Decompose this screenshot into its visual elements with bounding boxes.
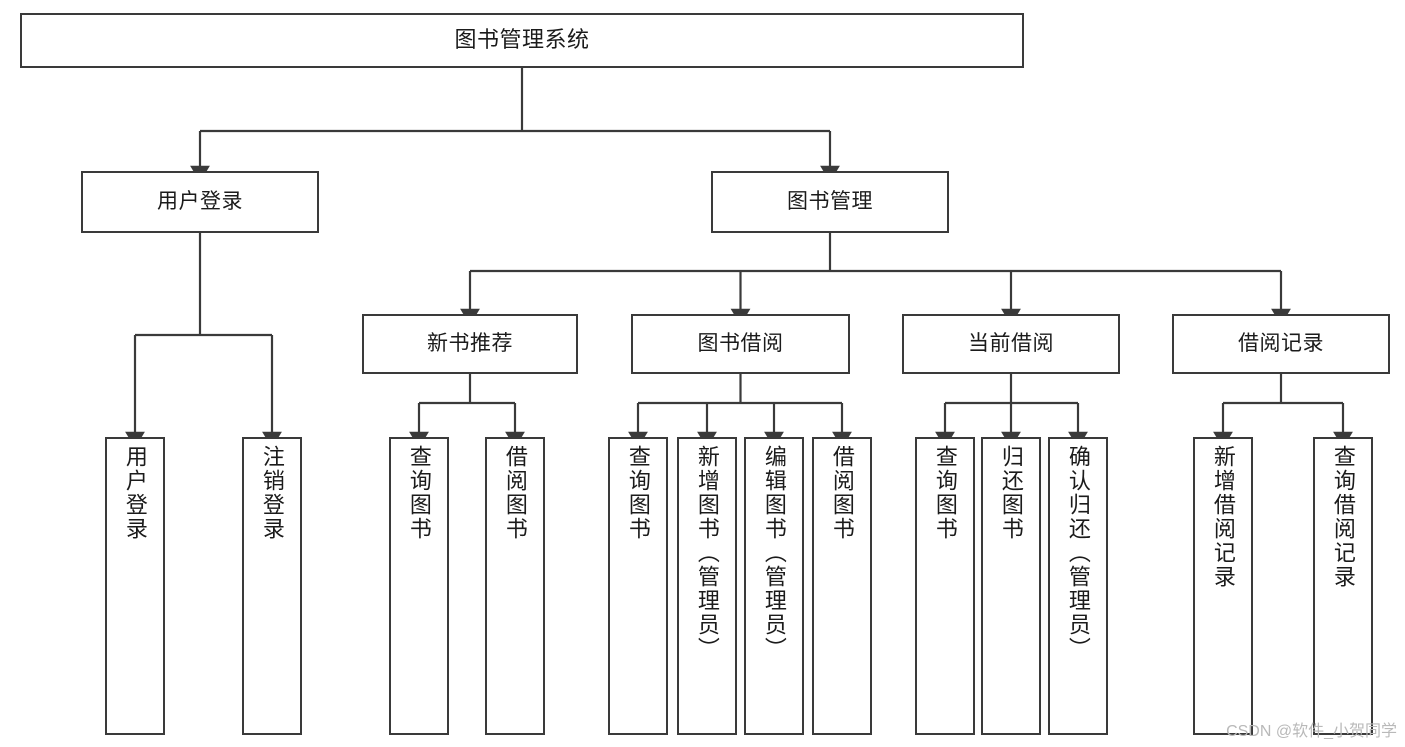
node-label: 借阅记录 xyxy=(1238,332,1324,356)
node-leaf-cb-confirm[interactable]: 确认归还（管理员） xyxy=(1048,437,1108,735)
node-leaf-cb-return[interactable]: 归还图书 xyxy=(981,437,1041,735)
node-label: 查询借阅记录 xyxy=(1330,445,1356,589)
node-leaf-rec-query[interactable]: 查询图书 xyxy=(389,437,449,735)
node-label: 借阅图书 xyxy=(502,445,528,541)
node-label: 查询图书 xyxy=(406,445,432,541)
node-leaf-rec-borrow[interactable]: 借阅图书 xyxy=(485,437,545,735)
node-leaf-bb-edit[interactable]: 编辑图书（管理员） xyxy=(744,437,804,735)
node-label: 查询图书 xyxy=(625,445,651,541)
node-label: 图书管理 xyxy=(787,190,873,214)
node-leaf-bb-add[interactable]: 新增图书（管理员） xyxy=(677,437,737,735)
connector-lines xyxy=(125,68,1353,449)
node-label: 新书推荐 xyxy=(427,332,513,356)
node-label: 编辑图书（管理员） xyxy=(761,445,787,661)
node-leaf-br-add[interactable]: 新增借阅记录 xyxy=(1193,437,1253,735)
node-new-book-rec[interactable]: 新书推荐 xyxy=(362,314,578,374)
node-label: 新增图书（管理员） xyxy=(694,445,720,661)
node-label: 图书借阅 xyxy=(697,332,784,356)
node-label: 当前借阅 xyxy=(968,332,1054,356)
node-label: 新增借阅记录 xyxy=(1210,445,1236,589)
node-leaf-cb-query[interactable]: 查询图书 xyxy=(915,437,975,735)
node-user-login[interactable]: 用户登录 xyxy=(81,171,319,233)
node-label: 注销登录 xyxy=(259,445,285,541)
node-book-manage[interactable]: 图书管理 xyxy=(711,171,949,233)
node-label: 确认归还（管理员） xyxy=(1065,445,1091,661)
node-leaf-bb-borrow[interactable]: 借阅图书 xyxy=(812,437,872,735)
node-leaf-bb-query[interactable]: 查询图书 xyxy=(608,437,668,735)
node-label: 查询图书 xyxy=(932,445,958,541)
node-label: 用户登录 xyxy=(122,445,148,541)
node-leaf-br-query[interactable]: 查询借阅记录 xyxy=(1313,437,1373,735)
node-borrow-record[interactable]: 借阅记录 xyxy=(1172,314,1390,374)
node-leaf-user-logout[interactable]: 注销登录 xyxy=(242,437,302,735)
node-label: 图书管理系统 xyxy=(454,27,590,53)
node-book-borrow[interactable]: 图书借阅 xyxy=(631,314,850,374)
node-leaf-user-login[interactable]: 用户登录 xyxy=(105,437,165,735)
node-root[interactable]: 图书管理系统 xyxy=(20,13,1024,68)
node-label: 借阅图书 xyxy=(829,445,855,541)
node-label: 用户登录 xyxy=(157,190,243,214)
node-label: 归还图书 xyxy=(998,445,1024,541)
node-current-borrow[interactable]: 当前借阅 xyxy=(902,314,1120,374)
